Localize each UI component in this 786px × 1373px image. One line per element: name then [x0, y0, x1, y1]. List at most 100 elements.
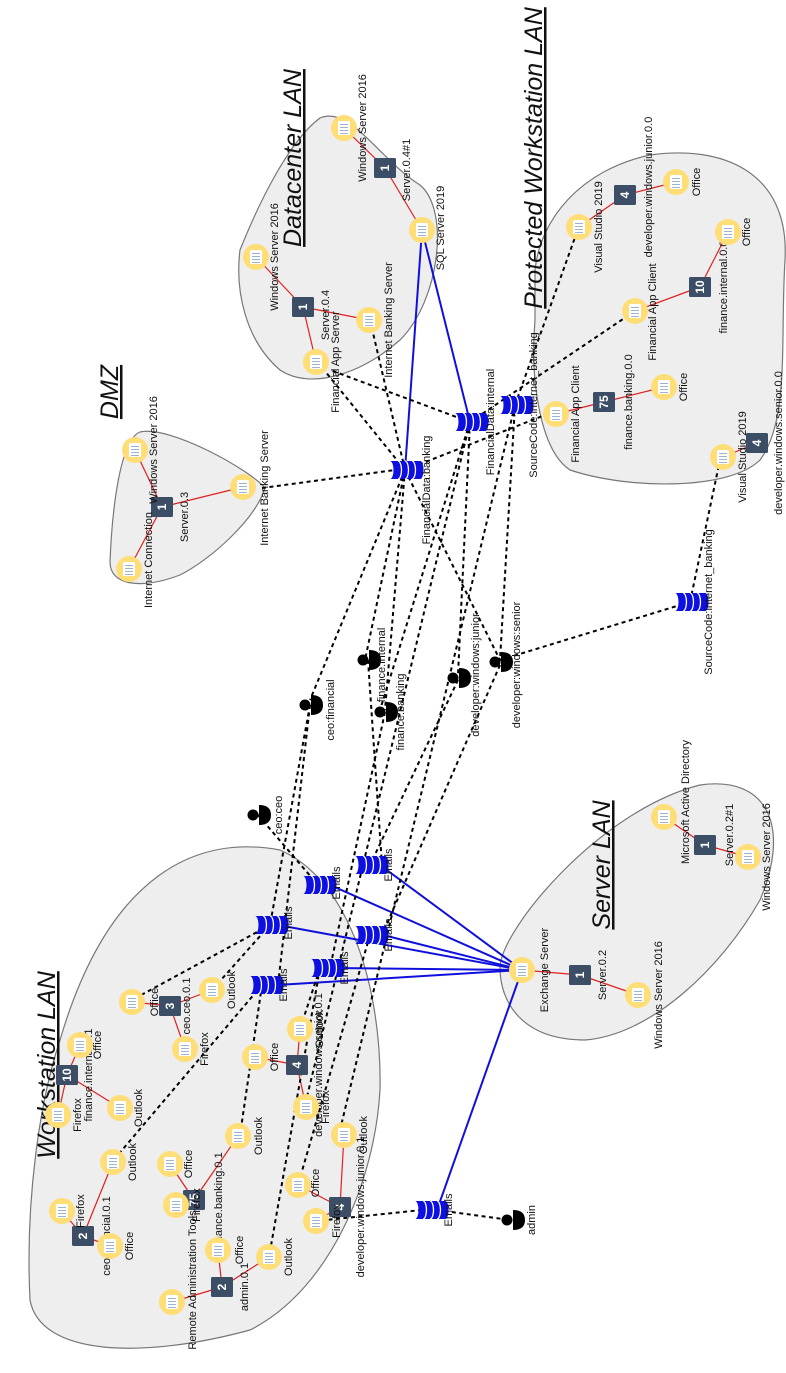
identity-label: finance:banking: [395, 673, 407, 750]
software-label: Outlook: [314, 1010, 326, 1048]
software-icon[interactable]: [408, 216, 436, 244]
software-label: Financial App Client: [647, 263, 659, 360]
identity-icon[interactable]: [501, 1210, 526, 1230]
server-node[interactable]: 4: [614, 185, 636, 205]
identity-icon[interactable]: [299, 695, 324, 715]
software-icon[interactable]: [121, 436, 149, 464]
database-label: Emails: [339, 951, 351, 985]
server-node[interactable]: 4: [329, 1197, 351, 1217]
server-count: 3: [163, 1002, 177, 1009]
software-icon[interactable]: [106, 1094, 134, 1122]
software-icon[interactable]: [99, 1148, 127, 1176]
software-icon[interactable]: [229, 473, 257, 501]
server-count: 2: [215, 1283, 229, 1290]
software-label: Windows Server 2016: [357, 74, 369, 182]
software-icon[interactable]: [156, 1150, 184, 1178]
software-label: Office: [741, 218, 753, 247]
software-icon[interactable]: [241, 1043, 269, 1071]
software-label: Internet Banking Server: [259, 430, 271, 546]
software-icon[interactable]: [158, 1288, 186, 1316]
server-label: finance.banking.0.0: [623, 354, 635, 449]
identity-label: finance:internal: [376, 628, 388, 703]
software-icon[interactable]: [284, 1171, 312, 1199]
server-count: 10: [693, 280, 707, 294]
workstation-lan-zone: [28, 846, 381, 1349]
software-label: Windows Server 2016: [761, 803, 773, 911]
software-icon[interactable]: [96, 1232, 124, 1260]
database-label: Emails: [443, 1193, 455, 1227]
software-label: Remote Administration Tools: [187, 1210, 199, 1350]
software-icon[interactable]: [650, 803, 678, 831]
software-icon[interactable]: [302, 1207, 330, 1235]
software-label: Outlook: [226, 971, 238, 1009]
software-icon[interactable]: [118, 988, 146, 1016]
server-count: 1: [155, 503, 169, 510]
software-icon[interactable]: [734, 843, 762, 871]
identity-label: ceo:financial: [325, 679, 337, 740]
software-icon[interactable]: [330, 114, 358, 142]
software-label: Office: [124, 1232, 136, 1261]
server-node[interactable]: 2: [211, 1277, 233, 1297]
software-icon[interactable]: [162, 1191, 190, 1219]
software-icon[interactable]: [709, 443, 737, 471]
server-node[interactable]: 10: [56, 1065, 78, 1085]
software-icon[interactable]: [198, 976, 226, 1004]
software-icon[interactable]: [44, 1101, 72, 1129]
server-node[interactable]: 75: [593, 392, 615, 412]
software-icon[interactable]: [565, 213, 593, 241]
identity-icon[interactable]: [489, 652, 514, 672]
software-icon[interactable]: [624, 981, 652, 1009]
software-label: Visual Studio 2019: [593, 181, 605, 273]
software-icon[interactable]: [115, 555, 143, 583]
server-node[interactable]: 10: [689, 277, 711, 297]
software-label: Office: [691, 168, 703, 197]
software-icon[interactable]: [621, 297, 649, 325]
software-icon[interactable]: [204, 1236, 232, 1264]
database-label: FinancialData:banking: [421, 436, 433, 545]
server-node[interactable]: 1: [569, 965, 591, 985]
software-icon[interactable]: [650, 373, 678, 401]
identity-icon[interactable]: [247, 805, 272, 825]
server-label: developer.windows.senior.0.0: [773, 371, 785, 515]
software-icon[interactable]: [286, 1015, 314, 1043]
database-label: Emails: [283, 906, 295, 940]
software-icon[interactable]: [662, 168, 690, 196]
identities-layer: ceo:ceo ceo:financial finance:internal fina…: [247, 601, 538, 1235]
software-icon[interactable]: [508, 956, 536, 984]
software-icon[interactable]: [66, 1031, 94, 1059]
server-node[interactable]: 1: [151, 497, 173, 517]
software-label: Outlook: [127, 1143, 139, 1181]
software-icon[interactable]: [714, 218, 742, 246]
server-node[interactable]: 1: [374, 158, 396, 178]
server-node[interactable]: 3: [159, 996, 181, 1016]
software-icon[interactable]: [292, 1093, 320, 1121]
server-node[interactable]: 4: [286, 1055, 308, 1075]
software-label: Office: [678, 373, 690, 402]
software-label: Windows Server 2016: [269, 203, 281, 311]
software-label: Windows Server 2016: [653, 941, 665, 1049]
software-label: SQL Server 2019: [435, 186, 447, 271]
software-label: Internet Banking Server: [383, 262, 395, 378]
software-icon[interactable]: [255, 1243, 283, 1271]
software-icon[interactable]: [242, 243, 270, 271]
database-icon[interactable]: [454, 412, 490, 432]
software-label: Firefox: [72, 1098, 84, 1132]
server-label: finance.banking.0.1: [213, 1152, 225, 1247]
software-icon[interactable]: [48, 1197, 76, 1225]
software-icon[interactable]: [171, 1035, 199, 1063]
identity-label: ceo:ceo: [273, 796, 285, 835]
server-node[interactable]: 1: [694, 835, 716, 855]
software-icon[interactable]: [302, 348, 330, 376]
server-node[interactable]: 4: [746, 433, 768, 453]
server-count: 2: [76, 1232, 90, 1239]
server-node[interactable]: 1: [292, 297, 314, 317]
server-label: ceo.ceo.0.1: [181, 978, 193, 1035]
software-label: Financial App Client: [570, 365, 582, 462]
software-icon[interactable]: [355, 306, 383, 334]
software-icon[interactable]: [330, 1121, 358, 1149]
software-icon[interactable]: [224, 1122, 252, 1150]
server-count: 1: [378, 164, 392, 171]
server-node[interactable]: 2: [72, 1226, 94, 1246]
software-icon[interactable]: [542, 400, 570, 428]
database-icon[interactable]: [389, 460, 425, 480]
